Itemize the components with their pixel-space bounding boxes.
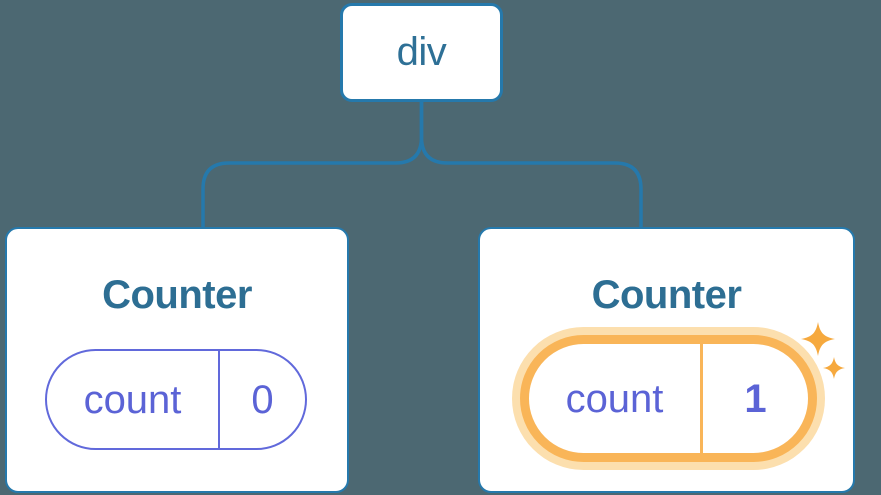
component-title-left: Counter [102,273,252,317]
state-value-label: 1 [744,376,767,421]
state-value-cell: 0 [220,351,305,448]
state-pill-left: count 0 [45,349,307,450]
state-name-label: count [565,376,664,421]
counter-card-left: Counter count 0 [5,227,349,493]
state-name-label: count [83,377,182,422]
counter-card-right: Counter count 1 [478,227,855,493]
connector-right-branch [419,101,643,228]
sparkles-icon [801,322,845,379]
connector-left-branch [201,101,424,228]
state-name-cell: count [47,351,220,448]
root-node-label: div [396,30,447,74]
state-value-cell: 1 [703,344,808,453]
state-pill-right-highlighted: count 1 [520,335,817,462]
root-node-div: div [340,3,503,102]
state-name-cell: count [529,344,703,453]
state-value-label: 0 [251,377,274,422]
component-title-right: Counter [591,273,742,317]
